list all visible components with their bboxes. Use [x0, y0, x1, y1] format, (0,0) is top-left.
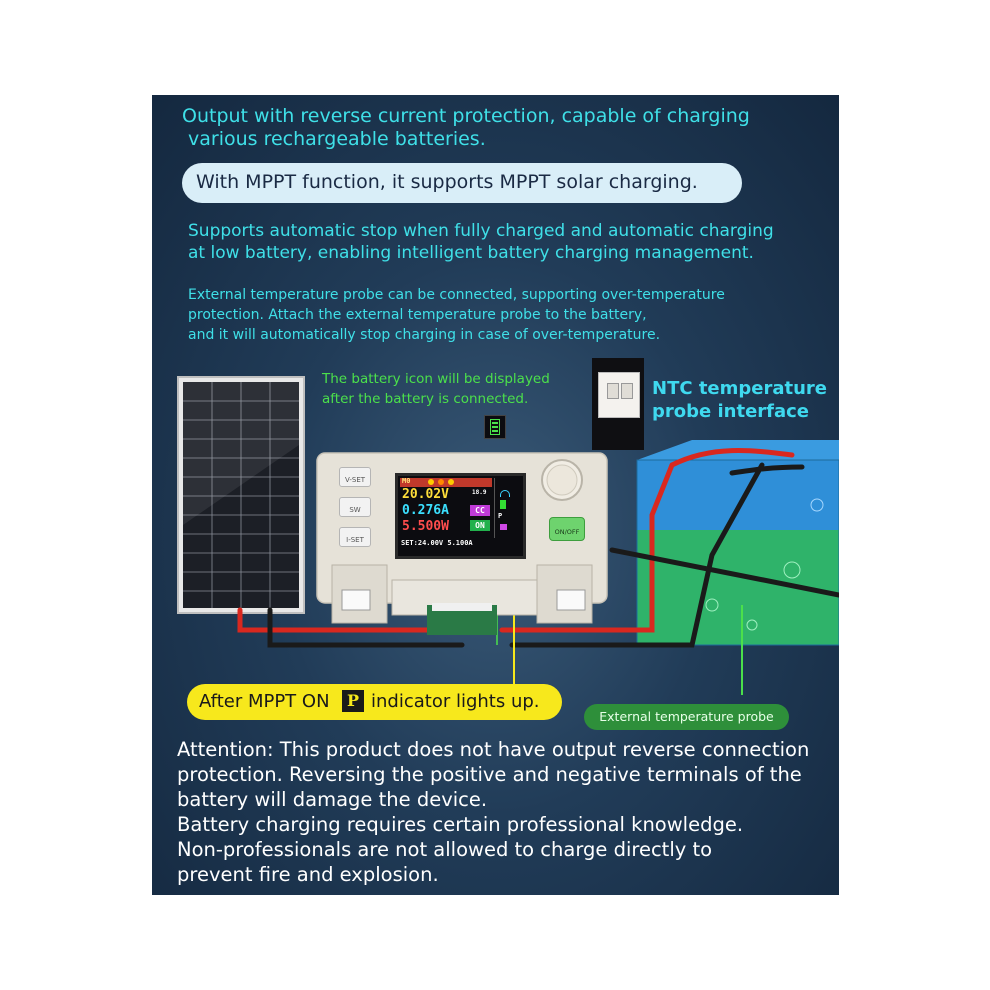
header-line-1: Output with reverse current protection, … — [182, 105, 750, 127]
attention-line-3: battery will damage the device. — [177, 788, 488, 811]
mppt-indicator-before: After MPPT ON — [199, 691, 330, 712]
ntc-connector-icon — [598, 372, 640, 418]
temp-probe-line-3: and it will automatically stop charging … — [188, 327, 661, 343]
sw-button[interactable]: SW — [339, 497, 371, 517]
lcd-power: 5.500W — [402, 519, 449, 534]
auto-stop-line-2: at low battery, enabling intelligent bat… — [188, 243, 754, 263]
v-set-button[interactable]: V-SET — [339, 467, 371, 487]
cc-badge: CC — [470, 505, 490, 516]
sw-label: SW — [349, 506, 361, 514]
auto-stop-line-1: Supports automatic stop when fully charg… — [188, 221, 774, 241]
i-set-label: I-SET — [346, 536, 364, 544]
status-dot-icon — [438, 479, 444, 485]
battery-note-line-1: The battery icon will be displayed — [322, 371, 550, 387]
battery-note-line-2: after the battery is connected. — [322, 391, 529, 407]
attention-line-6: prevent fire and explosion. — [177, 863, 439, 886]
attention-line-1: Attention: This product does not have ou… — [177, 738, 810, 761]
attention-line-5: Non-professionals are not allowed to cha… — [177, 838, 713, 861]
on-off-button[interactable]: ON/OFF — [549, 517, 585, 541]
temp-probe-line-1: External temperature probe can be connec… — [188, 287, 725, 303]
lcd-temperature: 18.9 — [472, 489, 487, 496]
attention-line-4: Battery charging requires certain profes… — [177, 813, 744, 836]
mppt-feature-pill: With MPPT function, it supports MPPT sol… — [182, 163, 742, 203]
header-line-2: various rechargeable batteries. — [188, 128, 486, 150]
lock-icon — [500, 524, 507, 530]
i-set-button[interactable]: I-SET — [339, 527, 371, 547]
mppt-feature-text: With MPPT function, it supports MPPT sol… — [196, 171, 698, 193]
p-indicator-icon: P — [342, 690, 364, 712]
lcd-set-line: SET:24.00V 5.100A — [401, 539, 493, 547]
battery-small-icon — [500, 500, 506, 509]
battery-icon — [490, 419, 500, 435]
lcd-mode: M0 — [402, 477, 411, 485]
lcd-current: 0.276A — [402, 503, 449, 518]
mppt-indicator-pill: After MPPT ON P indicator lights up. — [187, 684, 562, 720]
on-badge: ON — [470, 520, 490, 531]
wifi-icon — [500, 490, 510, 497]
product-infographic: Output with reverse current protection, … — [152, 95, 839, 895]
ntc-label-line-1: NTC temperature — [652, 378, 828, 399]
wires — [237, 448, 839, 648]
mppt-indicator-after: indicator lights up. — [371, 691, 540, 712]
battery-indicator-box — [484, 415, 506, 439]
lcd-status-bar — [400, 478, 492, 487]
lcd-voltage: 20.02V — [402, 487, 449, 502]
solar-panel — [177, 376, 305, 614]
v-set-label: V-SET — [344, 476, 366, 484]
device-illustration — [177, 376, 839, 695]
ntc-connector-photo — [592, 358, 644, 450]
temp-probe-line-2: protection. Attach the external temperat… — [188, 307, 647, 323]
attention-line-2: protection. Reversing the positive and n… — [177, 763, 802, 786]
ntc-label-line-2: probe interface — [652, 401, 810, 422]
temperature-probe-label: External temperature probe — [584, 704, 789, 730]
status-dot-icon — [448, 479, 454, 485]
lcd-p-indicator: P — [498, 512, 503, 520]
lcd-screen: M0 20.02V 0.276A 5.500W 18.9 CC ON P SET… — [395, 473, 526, 559]
on-off-label: ON/OFF — [554, 528, 580, 536]
status-dot-icon — [428, 479, 434, 485]
